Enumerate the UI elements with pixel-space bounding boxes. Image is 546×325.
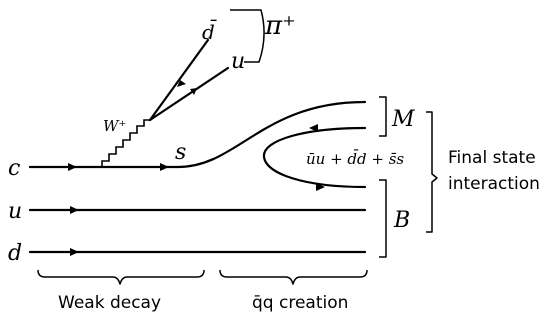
label-meson: M xyxy=(391,107,415,132)
final-state-bracket xyxy=(426,111,438,233)
weak-decay-brace xyxy=(37,269,205,285)
dbar-line xyxy=(148,38,210,122)
arrow-u xyxy=(70,206,79,214)
arrow-d xyxy=(70,248,79,256)
label-baryon: B xyxy=(393,208,410,233)
meson-bracket xyxy=(379,96,387,137)
label-w-boson: W⁺ xyxy=(103,117,126,135)
c-quark-line xyxy=(28,100,367,169)
arrow-u-out xyxy=(190,88,197,95)
arrow-dbar xyxy=(177,80,186,87)
label-d: d xyxy=(8,241,22,266)
final-state-label-line1: Final state xyxy=(448,148,536,168)
label-u: u xyxy=(8,199,22,224)
weak-decay-label: Weak decay xyxy=(58,293,161,313)
qq-creation-brace xyxy=(219,269,368,285)
w-boson-line xyxy=(101,119,151,168)
u-out-line xyxy=(148,66,230,122)
label-u-out: u xyxy=(231,49,245,74)
arrow-c-2 xyxy=(160,163,169,171)
label-c: c xyxy=(8,156,20,181)
pion-bracket xyxy=(230,9,265,63)
arrow-loop-bottom xyxy=(316,183,325,191)
qq-creation-label: q̄q creation xyxy=(252,293,348,313)
baryon-bracket xyxy=(379,179,387,258)
label-s: s xyxy=(175,140,186,165)
label-dbar: d̄ xyxy=(202,19,217,44)
arrow-c-1 xyxy=(68,163,77,171)
label-pion: π⁺ xyxy=(264,11,296,41)
final-state-label-line2: interaction xyxy=(448,174,540,194)
arrow-loop-top xyxy=(309,124,318,132)
label-pair-creation: ūu + d̄d + s̄s xyxy=(306,150,404,168)
